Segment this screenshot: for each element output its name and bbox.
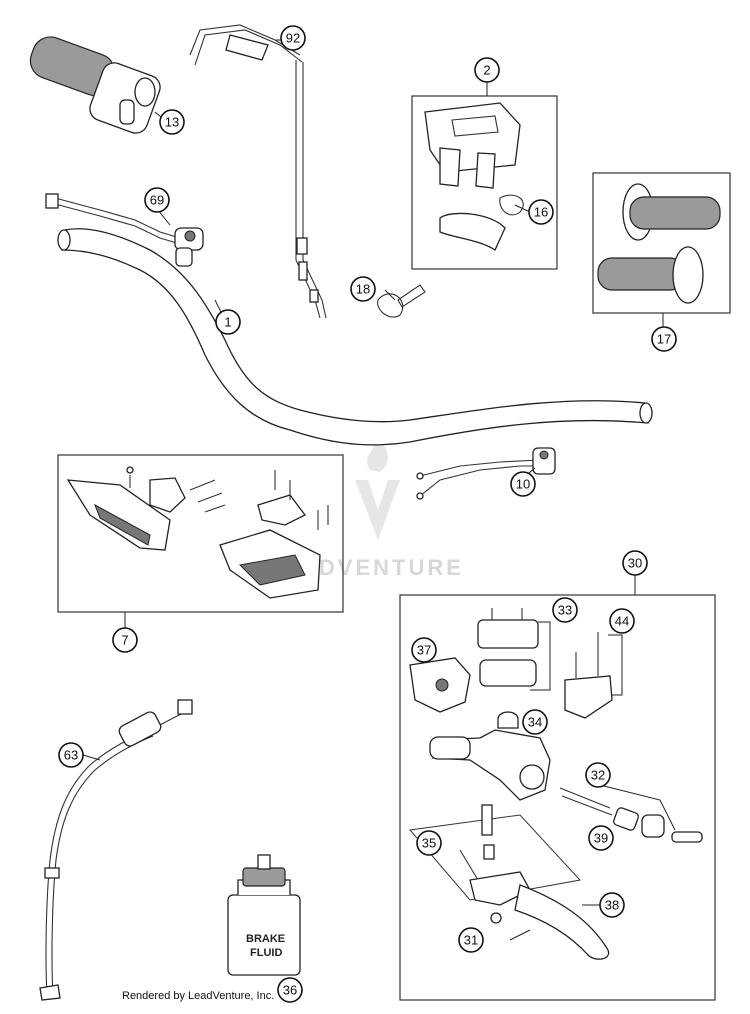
callout-16[interactable]: 16 <box>528 199 554 225</box>
svg-text:1: 1 <box>224 315 231 330</box>
svg-text:32: 32 <box>591 768 605 783</box>
callout-10[interactable]: 10 <box>510 471 536 497</box>
callout-17[interactable]: 17 <box>651 326 677 352</box>
svg-text:7: 7 <box>121 633 128 648</box>
svg-text:37: 37 <box>417 643 431 658</box>
svg-text:35: 35 <box>422 836 436 851</box>
svg-text:39: 39 <box>594 831 608 846</box>
callout-39[interactable]: 39 <box>588 825 614 851</box>
callout-30[interactable]: 30 <box>622 550 648 576</box>
cable-tie-part <box>377 284 426 318</box>
svg-text:63: 63 <box>64 748 78 763</box>
throttle-grip-part <box>29 36 161 134</box>
handlebar-pad-box <box>411 78 558 270</box>
svg-text:33: 33 <box>558 603 572 618</box>
handguard-box <box>57 454 344 628</box>
brake-fluid-bottle-part: BRAKE FLUID <box>227 854 301 976</box>
svg-text:69: 69 <box>150 193 164 208</box>
brake-line-part <box>39 699 193 1001</box>
callout-37[interactable]: 37 <box>411 637 437 663</box>
callout-69[interactable]: 69 <box>144 187 170 213</box>
svg-text:36: 36 <box>283 983 297 998</box>
callout-44[interactable]: 44 <box>609 608 635 634</box>
callout-38[interactable]: 38 <box>599 892 625 918</box>
svg-text:44: 44 <box>615 614 629 629</box>
brake-fluid-label-line1: BRAKE <box>246 933 285 945</box>
throttle-cables-part <box>189 24 327 319</box>
watermark-text: ADVENTURE <box>300 555 464 580</box>
callout-36[interactable]: 36 <box>277 977 303 1003</box>
callout-2[interactable]: 2 <box>474 57 500 83</box>
handlebar-part <box>57 228 653 446</box>
svg-text:30: 30 <box>628 556 642 571</box>
svg-text:38: 38 <box>605 898 619 913</box>
svg-text:18: 18 <box>356 282 370 297</box>
callout-13[interactable]: 13 <box>159 109 185 135</box>
kill-switch-part <box>45 193 204 267</box>
svg-text:92: 92 <box>286 31 300 46</box>
callout-31[interactable]: 31 <box>458 927 484 953</box>
watermark: ADVENTURE <box>300 435 464 580</box>
callout-33[interactable]: 33 <box>552 597 578 623</box>
callout-34[interactable]: 34 <box>522 709 548 735</box>
svg-text:16: 16 <box>534 205 548 220</box>
callout-35[interactable]: 35 <box>416 830 442 856</box>
svg-text:34: 34 <box>528 715 542 730</box>
svg-text:17: 17 <box>657 332 671 347</box>
leader-69 <box>157 209 171 226</box>
grips-box <box>592 172 731 328</box>
brake-fluid-label-line2: FLUID <box>250 947 282 959</box>
callout-7[interactable]: 7 <box>112 627 138 653</box>
callout-18[interactable]: 18 <box>350 276 376 302</box>
start-switch-part <box>416 447 556 500</box>
callout-1[interactable]: 1 <box>215 309 241 335</box>
callout-63[interactable]: 63 <box>58 742 84 768</box>
leader-18 <box>384 289 396 301</box>
svg-text:2: 2 <box>483 63 490 78</box>
leader-63 <box>82 754 101 761</box>
svg-text:13: 13 <box>165 115 179 130</box>
footer-credit: Rendered by LeadVenture, Inc. <box>122 990 275 1002</box>
callout-32[interactable]: 32 <box>585 762 611 788</box>
svg-text:10: 10 <box>516 477 530 492</box>
callout-92[interactable]: 92 <box>280 25 306 51</box>
leader-16 <box>514 204 531 213</box>
svg-text:31: 31 <box>464 933 478 948</box>
master-cylinder-box <box>399 573 716 1001</box>
